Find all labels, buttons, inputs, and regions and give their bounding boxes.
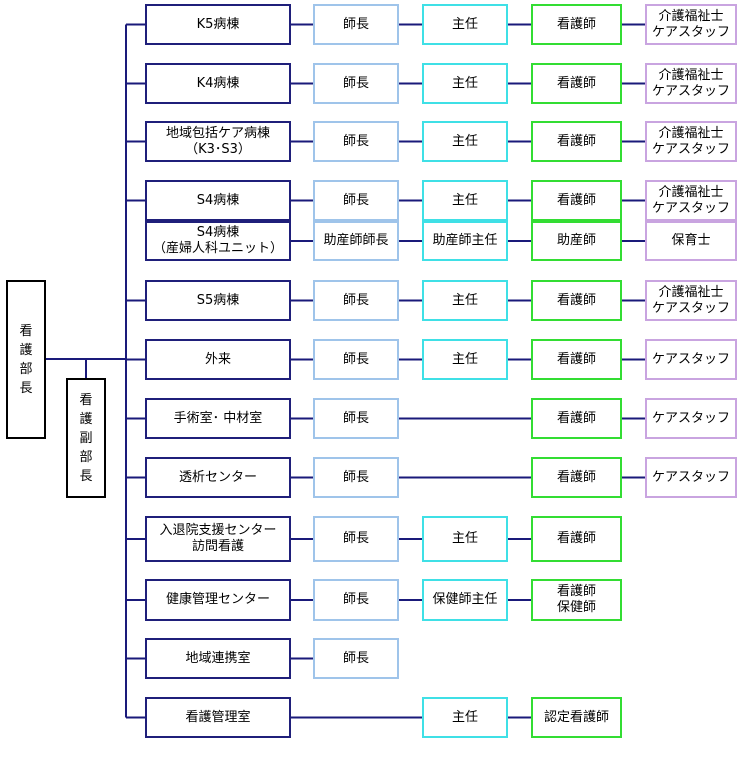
department-box: K5病棟	[145, 4, 291, 45]
care-staff-box: 介護福祉士 ケアスタッフ	[645, 121, 737, 162]
chief-nurse-box: 助産師主任	[422, 221, 508, 261]
department-box: 地域連携室	[145, 638, 291, 679]
nurse-box: 看護師	[531, 280, 622, 321]
care-staff-box: ケアスタッフ	[645, 398, 737, 439]
director-box: 看 護 部 長	[6, 280, 46, 439]
nurse-box: 看護師	[531, 4, 622, 45]
head-nurse-box: 師長	[313, 457, 399, 498]
department-box: K4病棟	[145, 63, 291, 104]
care-staff-box: ケアスタッフ	[645, 457, 737, 498]
nurse-box: 看護師 保健師	[531, 579, 622, 621]
deputy-director-char: 副	[79, 430, 93, 446]
chief-nurse-box: 主任	[422, 4, 508, 45]
nurse-box: 看護師	[531, 516, 622, 562]
head-nurse-box: 助産師師長	[313, 221, 399, 261]
department-box: 健康管理センター	[145, 579, 291, 621]
department-box: 透析センター	[145, 457, 291, 498]
nurse-box: 看護師	[531, 398, 622, 439]
nurse-box: 認定看護師	[531, 697, 622, 738]
deputy-director-box: 看 護 副 部 長	[66, 378, 106, 498]
deputy-director-char: 護	[79, 411, 93, 427]
department-box: S5病棟	[145, 280, 291, 321]
head-nurse-box: 師長	[313, 398, 399, 439]
head-nurse-box: 師長	[313, 63, 399, 104]
head-nurse-box: 師長	[313, 339, 399, 380]
head-nurse-box: 師長	[313, 180, 399, 221]
department-box: 地域包括ケア病棟 （K3･S3）	[145, 121, 291, 162]
department-box: 看護管理室	[145, 697, 291, 738]
head-nurse-box: 師長	[313, 4, 399, 45]
nurse-box: 看護師	[531, 180, 622, 221]
director-char: 護	[19, 342, 33, 358]
chief-nurse-box: 主任	[422, 121, 508, 162]
chief-nurse-box: 主任	[422, 697, 508, 738]
nurse-box: 助産師	[531, 221, 622, 261]
chief-nurse-box: 主任	[422, 516, 508, 562]
nurse-box: 看護師	[531, 63, 622, 104]
care-staff-box: 介護福祉士 ケアスタッフ	[645, 280, 737, 321]
department-box: 外来	[145, 339, 291, 380]
director-char: 看	[19, 323, 33, 339]
chief-nurse-box: 主任	[422, 180, 508, 221]
head-nurse-box: 師長	[313, 121, 399, 162]
head-nurse-box: 師長	[313, 579, 399, 621]
care-staff-box: ケアスタッフ	[645, 339, 737, 380]
director-char: 部	[19, 361, 33, 377]
chief-nurse-box: 主任	[422, 280, 508, 321]
chief-nurse-box: 保健師主任	[422, 579, 508, 621]
department-box: 入退院支援センター 訪問看護	[145, 516, 291, 562]
head-nurse-box: 師長	[313, 280, 399, 321]
nurse-box: 看護師	[531, 121, 622, 162]
deputy-director-char: 部	[79, 449, 93, 465]
care-staff-box: 保育士	[645, 221, 737, 261]
department-box: S4病棟	[145, 180, 291, 221]
head-nurse-box: 師長	[313, 638, 399, 679]
department-box: S4病棟 （産婦人科ユニット）	[145, 221, 291, 261]
nurse-box: 看護師	[531, 457, 622, 498]
head-nurse-box: 師長	[313, 516, 399, 562]
care-staff-box: 介護福祉士 ケアスタッフ	[645, 180, 737, 221]
chief-nurse-box: 主任	[422, 63, 508, 104]
director-char: 長	[19, 380, 33, 396]
deputy-director-char: 看	[79, 392, 93, 408]
chief-nurse-box: 主任	[422, 339, 508, 380]
department-box: 手術室･ 中材室	[145, 398, 291, 439]
care-staff-box: 介護福祉士 ケアスタッフ	[645, 63, 737, 104]
deputy-director-char: 長	[79, 468, 93, 484]
nurse-box: 看護師	[531, 339, 622, 380]
care-staff-box: 介護福祉士 ケアスタッフ	[645, 4, 737, 45]
